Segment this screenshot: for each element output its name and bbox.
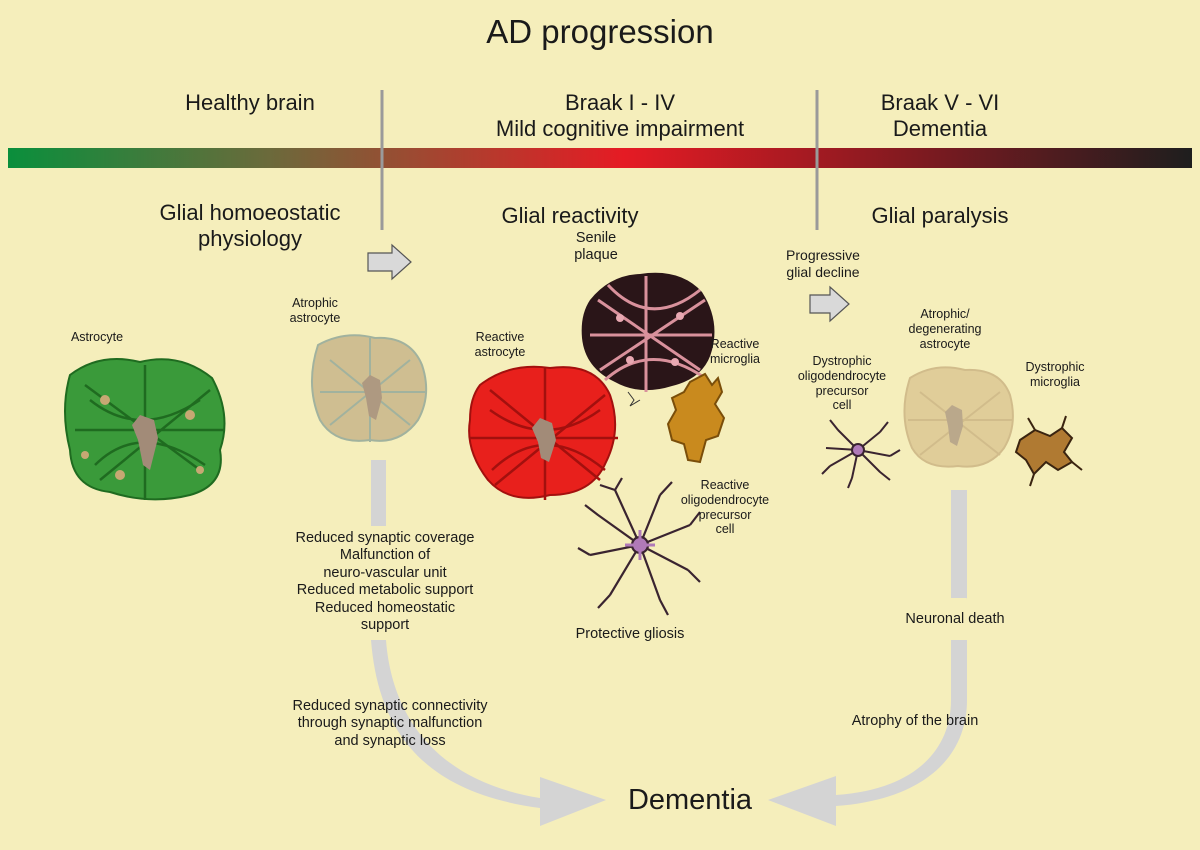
label-astrocyte: Astrocyte bbox=[70, 330, 124, 344]
outcome-dementia: Dementia bbox=[627, 784, 753, 816]
stage-healthy: Healthy brain bbox=[185, 90, 315, 115]
flow-arrow-right bbox=[768, 490, 967, 826]
label-reactive-microglia: Reactive microglia bbox=[709, 337, 760, 366]
label-reactive-opc: Reactive oligodendrocyte precursor cell bbox=[680, 478, 770, 537]
healthy-astrocyte-icon bbox=[64, 358, 226, 501]
text-synaptic-effects: Reduced synaptic connectivity through sy… bbox=[292, 698, 488, 749]
label-atrophic-astrocyte: Atrophic astrocyte bbox=[289, 296, 341, 325]
label-dystrophic-microglia: Dystrophic microglia bbox=[1025, 360, 1085, 389]
reactive-astrocyte-icon bbox=[468, 365, 618, 500]
text-protective-gliosis: Protective gliosis bbox=[575, 626, 685, 642]
diagram-title: AD progression bbox=[486, 13, 714, 50]
reactive-opc-icon bbox=[577, 477, 701, 616]
transition-arrow-1 bbox=[367, 243, 412, 281]
transition-arrow-2 bbox=[809, 285, 850, 323]
label-dystrophic-opc: Dystrophic oligodendrocyte precursor cel… bbox=[797, 354, 887, 413]
senile-plaque-icon bbox=[581, 272, 715, 407]
degenerating-astrocyte-icon bbox=[903, 366, 1014, 468]
reactive-microglia-icon bbox=[666, 372, 726, 464]
dystrophic-microglia-icon bbox=[1014, 415, 1083, 487]
text-astrocyte-effects: Reduced synaptic coverage Malfunction of… bbox=[295, 530, 475, 633]
stage-braak-early: Braak I - IV Mild cognitive impairment bbox=[495, 90, 745, 142]
transition-label: Progressive glial decline bbox=[786, 247, 860, 280]
label-senile-plaque: Senile plaque bbox=[574, 230, 618, 264]
flow-arrow-right-stub bbox=[951, 490, 967, 598]
atrophic-astrocyte-icon bbox=[310, 334, 428, 442]
label-reactive-astrocyte: Reactive astrocyte bbox=[474, 330, 526, 359]
phase-paralysis: Glial paralysis bbox=[871, 203, 1009, 228]
stage-braak-late: Braak V - VI Dementia bbox=[880, 90, 1000, 142]
dystrophic-opc-icon bbox=[821, 419, 901, 489]
phase-homeostatic: Glial homoeostatic physiology bbox=[159, 200, 341, 252]
text-brain-atrophy: Atrophy of the brain bbox=[851, 713, 979, 729]
label-degenerating-astrocyte: Atrophic/ degenerating astrocyte bbox=[908, 307, 982, 351]
progression-bar bbox=[8, 148, 1192, 168]
flow-arrow-left-stub bbox=[371, 460, 386, 526]
phase-reactivity: Glial reactivity bbox=[501, 203, 639, 228]
text-neuronal-death: Neuronal death bbox=[905, 611, 1005, 627]
